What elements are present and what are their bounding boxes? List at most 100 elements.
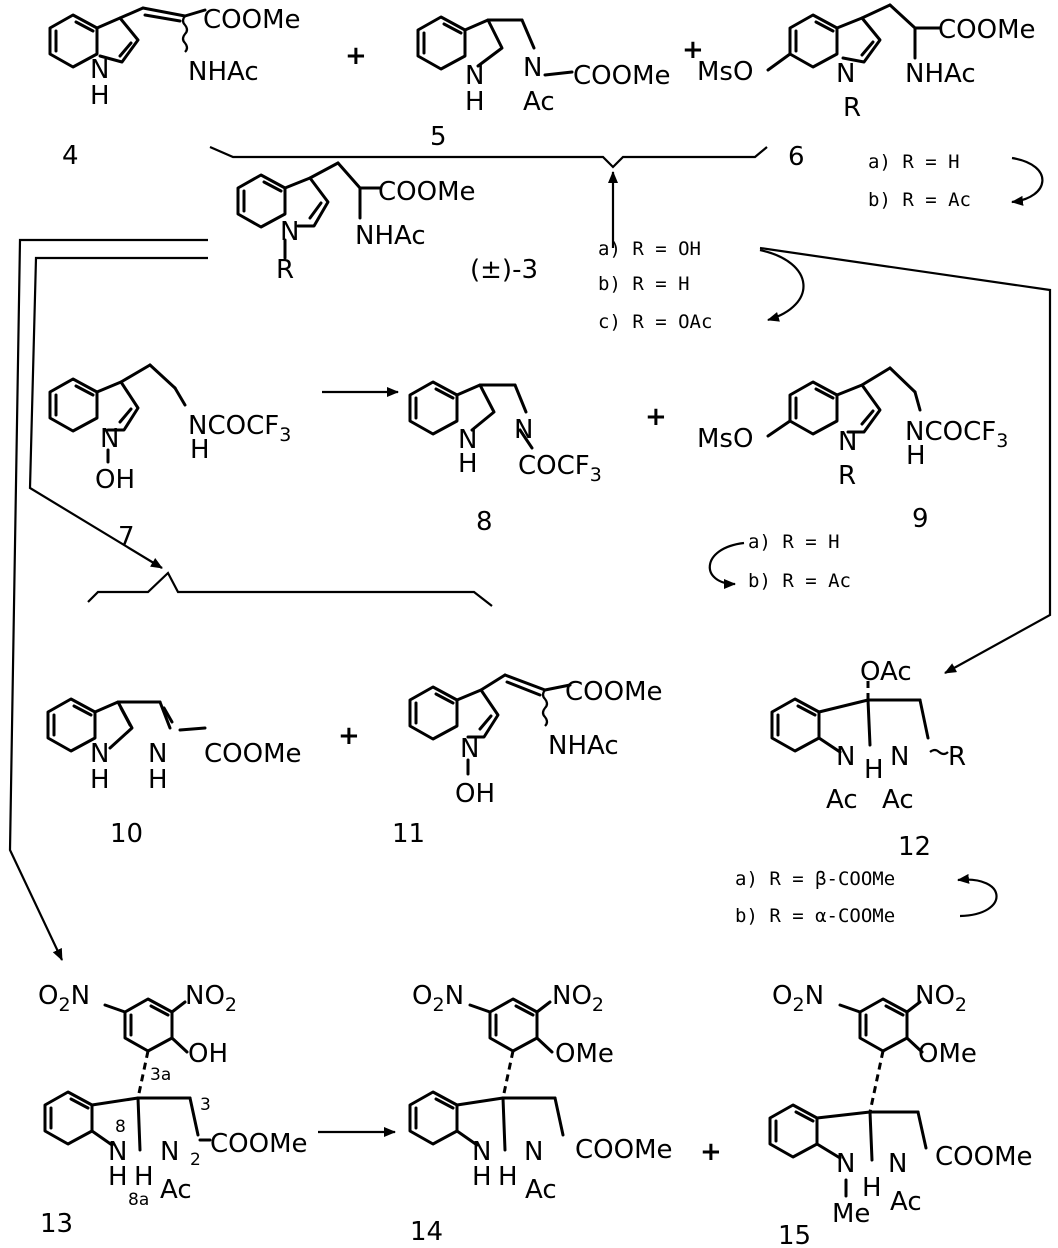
compound-10: N H N H COOMe 10 — [46, 697, 302, 849]
c5-n1: N — [465, 61, 484, 91]
c5-ac: Ac — [523, 87, 555, 117]
c8-n1: N — [458, 425, 477, 455]
c9-option-a: a) R = H — [748, 531, 840, 553]
c10-number: 10 — [110, 819, 143, 849]
c13-pos-8a: 8a — [128, 1190, 149, 1210]
c15-no2: NO2 — [915, 981, 967, 1016]
c7-h: H — [190, 435, 210, 465]
c8-h: H — [458, 449, 478, 479]
c6-option-b: b) R = Ac — [868, 189, 971, 211]
plus-sign-1: + — [345, 41, 367, 71]
c11-amide: NHAc — [548, 731, 619, 761]
c9-n: N — [838, 427, 857, 457]
c14-h2: H — [498, 1162, 518, 1192]
c9-amide: NCOCF3 — [905, 417, 1008, 452]
c14-h1: H — [472, 1162, 492, 1192]
c14-number: 14 — [410, 1217, 443, 1247]
c12-n1: N — [836, 742, 855, 772]
c10-h1: H — [90, 765, 110, 795]
c15-o2n: O2N — [772, 981, 824, 1016]
c15-ome: OMe — [918, 1039, 977, 1069]
c6-ester: COOMe — [938, 15, 1036, 45]
c13-h1: H — [108, 1162, 128, 1192]
arrow-3-to-10-11 — [28, 256, 208, 569]
c6-number: 6 — [788, 142, 805, 172]
compound-8: N H N COCF3 8 — [408, 380, 602, 537]
c4-ester: COOMe — [203, 5, 301, 35]
plus-sign-4: + — [338, 721, 360, 751]
c13-pos-2: 2 — [190, 1150, 201, 1170]
c12-oac: OAc — [860, 657, 912, 687]
bracket-10-11 — [87, 571, 493, 607]
c12-option-a: a) R = β-COOMe — [735, 868, 895, 890]
c14-ome: OMe — [555, 1039, 614, 1069]
c3-number: (±)-3 — [470, 255, 538, 285]
c12-ac1: Ac — [826, 785, 858, 815]
c6-option-a: a) R = H — [868, 151, 960, 173]
c13-pos-8: 8 — [115, 1117, 126, 1137]
compound-3: N R COOMe NHAc (±)-3 a) R = OH b) R = H … — [236, 161, 805, 333]
c7-oh: OH — [95, 465, 135, 495]
c6-amide: NHAc — [905, 59, 976, 89]
c13-n8: N — [108, 1137, 127, 1167]
c11-oh: OH — [455, 779, 495, 809]
c8-number: 8 — [476, 507, 493, 537]
c3-option-c: c) R = OAc — [598, 311, 712, 333]
c12-h: H — [864, 755, 884, 785]
c10-h2: H — [148, 765, 168, 795]
c5-ester: COOMe — [573, 61, 671, 91]
compound-12: OAc N H N R Ac Ac 12 a) R = β-COOMe b) R… — [735, 657, 998, 927]
c3-ester: COOMe — [378, 177, 476, 207]
compound-4: COOMe NHAc N H 4 — [48, 5, 301, 171]
c8-n2: N — [514, 415, 533, 445]
c14-o2n: O2N — [412, 981, 464, 1016]
c10-n1: N — [90, 739, 109, 769]
c13-o2n: O2N — [38, 981, 90, 1016]
c7-amide: NCOCF3 — [188, 411, 291, 446]
compound-14: O2N NO2 OMe N N H H Ac COOMe 14 — [408, 981, 673, 1247]
c4-number: 4 — [62, 141, 79, 171]
c15-n2: N — [888, 1149, 907, 1179]
c11-ester: COOMe — [565, 677, 663, 707]
compound-7: N OH NCOCF3 H 7 — [48, 363, 291, 552]
c12-ac2: Ac — [882, 785, 914, 815]
c13-no2: NO2 — [185, 981, 237, 1016]
compound-15: O2N NO2 OMe N N H Me Ac COOMe 15 — [768, 981, 1033, 1248]
c12-number: 12 — [898, 832, 931, 862]
c6-mso: MsO — [697, 57, 753, 87]
c9-r: R — [838, 461, 856, 491]
c9-mso: MsO — [697, 424, 753, 454]
c11-number: 11 — [392, 819, 425, 849]
compound-11: N OH COOMe NHAc 11 — [392, 673, 663, 849]
c15-me: Me — [832, 1199, 870, 1229]
arrow-3-to-13 — [8, 238, 208, 961]
c3-option-a: a) R = OH — [598, 238, 701, 260]
bracket-products-3a — [209, 145, 768, 169]
c7-number: 7 — [118, 522, 135, 552]
plus-sign-3: + — [645, 402, 667, 432]
c3-r: R — [276, 255, 294, 285]
c8-cocf: COCF3 — [518, 451, 602, 486]
plus-sign-5: + — [700, 1137, 722, 1167]
c6-r: R — [843, 93, 861, 123]
compound-9: MsO N R NCOCF3 H 9 a) R = H b) R = Ac — [697, 366, 1008, 592]
c13-ac: Ac — [160, 1175, 192, 1205]
c5-h: H — [465, 87, 485, 117]
c15-ester: COOMe — [935, 1142, 1033, 1172]
c15-n1: N — [836, 1149, 855, 1179]
c14-no2: NO2 — [552, 981, 604, 1016]
c5-n2: N — [523, 53, 542, 83]
c6-n: N — [836, 59, 855, 89]
plus-sign-2: + — [682, 35, 704, 65]
c9-option-b: b) R = Ac — [748, 570, 851, 592]
c13-h2: H — [134, 1162, 154, 1192]
c10-n2: N — [148, 739, 167, 769]
c14-ester: COOMe — [575, 1135, 673, 1165]
compound-6: MsO N R COOMe NHAc 6 a) R = H b) R = Ac — [697, 3, 1044, 211]
c13-number: 13 — [40, 1209, 73, 1239]
c3-n: N — [280, 217, 299, 247]
c4-amide: NHAc — [188, 57, 259, 87]
c14-ac: Ac — [525, 1175, 557, 1205]
c15-ac: Ac — [890, 1187, 922, 1217]
c7-n: N — [100, 424, 119, 454]
